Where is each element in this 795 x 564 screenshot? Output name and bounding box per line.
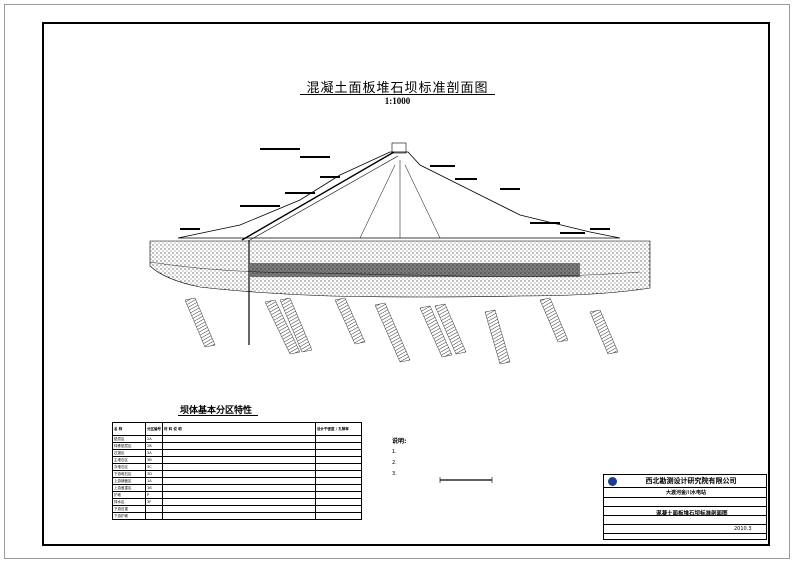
title-block-divider <box>604 533 766 534</box>
zone-material <box>162 491 316 499</box>
drawing-title: 混凝土面板堆石坝标准剖面图 <box>306 81 489 96</box>
sheet-drawing-name: 混凝土面板堆石坝标准剖面图 <box>656 511 728 517</box>
zone-code: 1A <box>145 477 163 485</box>
zone-density <box>315 512 362 520</box>
notes-scale-bar <box>439 477 493 483</box>
zone-density <box>315 484 362 492</box>
zone-material <box>162 505 316 513</box>
zone-code: 3D <box>145 470 163 478</box>
sheet-outer-border <box>4 4 790 559</box>
notes-title: 说明: <box>392 438 407 445</box>
table-row: 下游护坡 <box>112 512 362 520</box>
zone-name: 上游盖重区 <box>112 484 146 492</box>
zone-material <box>162 463 316 471</box>
zone-material <box>162 512 316 520</box>
zone-name: 过渡区 <box>112 449 146 457</box>
zone-material <box>162 449 316 457</box>
header-material: 材 料 说 明 <box>162 422 316 436</box>
zone-code: 2A <box>145 435 163 443</box>
zone-density <box>315 505 362 513</box>
zone-code <box>145 505 163 513</box>
zone-material <box>162 442 316 450</box>
project-name: 大渡河金川水电站 <box>666 490 707 496</box>
zone-name: 下游护坡 <box>112 512 146 520</box>
zone-density <box>315 477 362 485</box>
header-code: 分区编号 <box>145 422 163 436</box>
header-density: 设计干密度 / 孔隙率 <box>315 422 362 436</box>
zone-code: 3B <box>145 456 163 464</box>
company-name: 西北勘测设计研究院有限公司 <box>604 475 766 488</box>
drawing-date: 2010.3 <box>734 526 752 532</box>
zone-name: 排水区 <box>112 498 146 506</box>
zone-name: 下游堆石区 <box>112 470 146 478</box>
zone-code: 3F <box>145 498 163 506</box>
zone-material <box>162 470 316 478</box>
title-block-divider <box>604 506 766 507</box>
zone-table-title: 坝体基本分区特性 <box>180 406 253 416</box>
zone-code: 1B <box>145 484 163 492</box>
zone-density <box>315 435 362 443</box>
zone-density <box>315 470 362 478</box>
drawing-frame <box>42 22 770 546</box>
dam-body <box>177 142 621 345</box>
zone-density <box>315 491 362 499</box>
header-name: 名 称 <box>112 422 146 436</box>
zone-density <box>315 442 362 450</box>
title-block-divider <box>604 497 766 498</box>
zone-code <box>145 512 163 520</box>
zone-name: 特殊垫层区 <box>112 442 146 450</box>
zone-name: 主堆石区 <box>112 456 146 464</box>
zone-density <box>315 449 362 457</box>
zone-code: P <box>145 491 163 499</box>
notes-block: 说明: 1. 2. 3. <box>392 436 592 480</box>
zone-code: 3A <box>145 449 163 457</box>
note-item: 1. <box>392 449 397 455</box>
company-logo-icon <box>608 477 617 486</box>
title-block-divider <box>604 524 766 525</box>
zone-name: 护坡 <box>112 491 146 499</box>
zone-name: 垫层区 <box>112 435 146 443</box>
zone-material <box>162 477 316 485</box>
zone-name: 次堆石区 <box>112 463 146 471</box>
title-underline <box>300 94 495 95</box>
note-item: 2. <box>392 460 397 466</box>
title-block: 西北勘测设计研究院有限公司 大渡河金川水电站 混凝土面板堆石坝标准剖面图 201… <box>603 474 767 540</box>
zone-density <box>315 463 362 471</box>
zone-name: 下游压重 <box>112 505 146 513</box>
zone-code: 3C <box>145 463 163 471</box>
zone-code: 2B <box>145 442 163 450</box>
elevation-labels <box>180 148 610 234</box>
zone-density <box>315 498 362 506</box>
foundation-layer <box>149 240 651 298</box>
title-block-divider <box>604 515 766 516</box>
note-item: 3. <box>392 471 397 477</box>
zone-material <box>162 498 316 506</box>
zone-table-title-underline <box>178 415 258 416</box>
zone-material <box>162 456 316 464</box>
table-row: 下游压重 <box>112 505 362 513</box>
zone-material <box>162 484 316 492</box>
zone-density <box>315 456 362 464</box>
drill-columns <box>184 297 619 365</box>
zone-material <box>162 435 316 443</box>
zone-table-header: 名 称 分区编号 材 料 说 明 设计干密度 / 孔隙率 <box>112 422 362 436</box>
zone-name: 上游铺盖区 <box>112 477 146 485</box>
drawing-scale: 1:1000 <box>384 96 411 106</box>
